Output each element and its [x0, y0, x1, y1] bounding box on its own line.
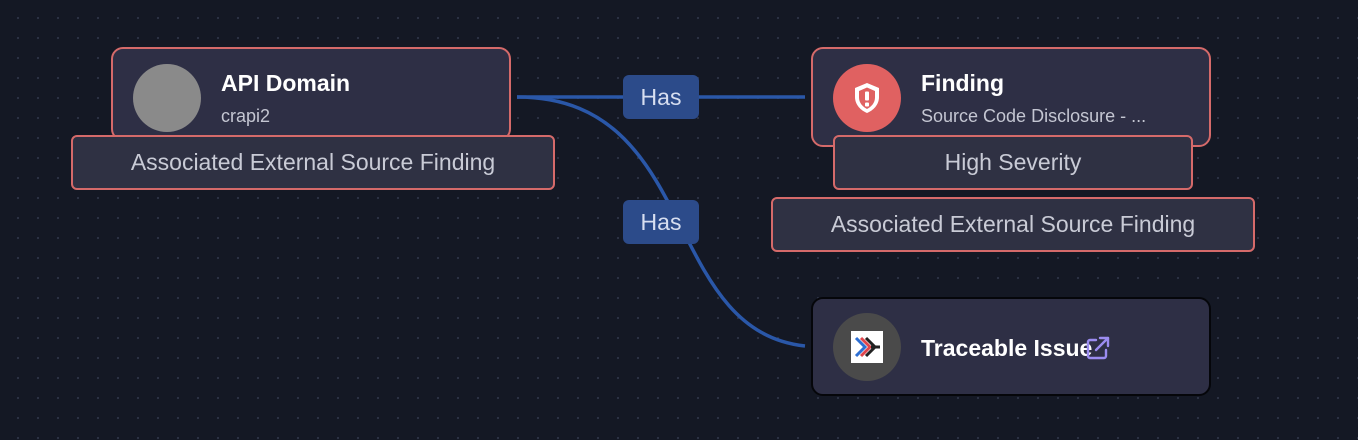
external-link-icon[interactable]: [1083, 333, 1113, 363]
node-title: API Domain: [221, 70, 351, 96]
node-title: Traceable Issue: [921, 335, 1093, 361]
associated-finding-tag: Associated External Source Finding: [71, 135, 555, 190]
traceable-issue-node[interactable]: Traceable Issue: [811, 297, 1211, 396]
severity-tag: High Severity: [833, 135, 1193, 190]
edge-label-has: Has: [623, 200, 699, 244]
node-subtitle: Source Code Disclosure - ...: [921, 106, 1147, 126]
node-subtitle: crapi2: [221, 106, 271, 126]
node-title: Finding: [921, 70, 1005, 96]
associated-finding-tag: Associated External Source Finding: [771, 197, 1255, 252]
shield-alert-icon: [833, 64, 901, 132]
finding-node[interactable]: Finding Source Code Disclosure - ...: [811, 47, 1211, 147]
traceable-logo-icon: [833, 313, 901, 381]
api-domain-avatar: [133, 64, 201, 132]
edge-label-has: Has: [623, 75, 699, 119]
api-domain-node[interactable]: API Domain crapi2: [111, 47, 511, 141]
